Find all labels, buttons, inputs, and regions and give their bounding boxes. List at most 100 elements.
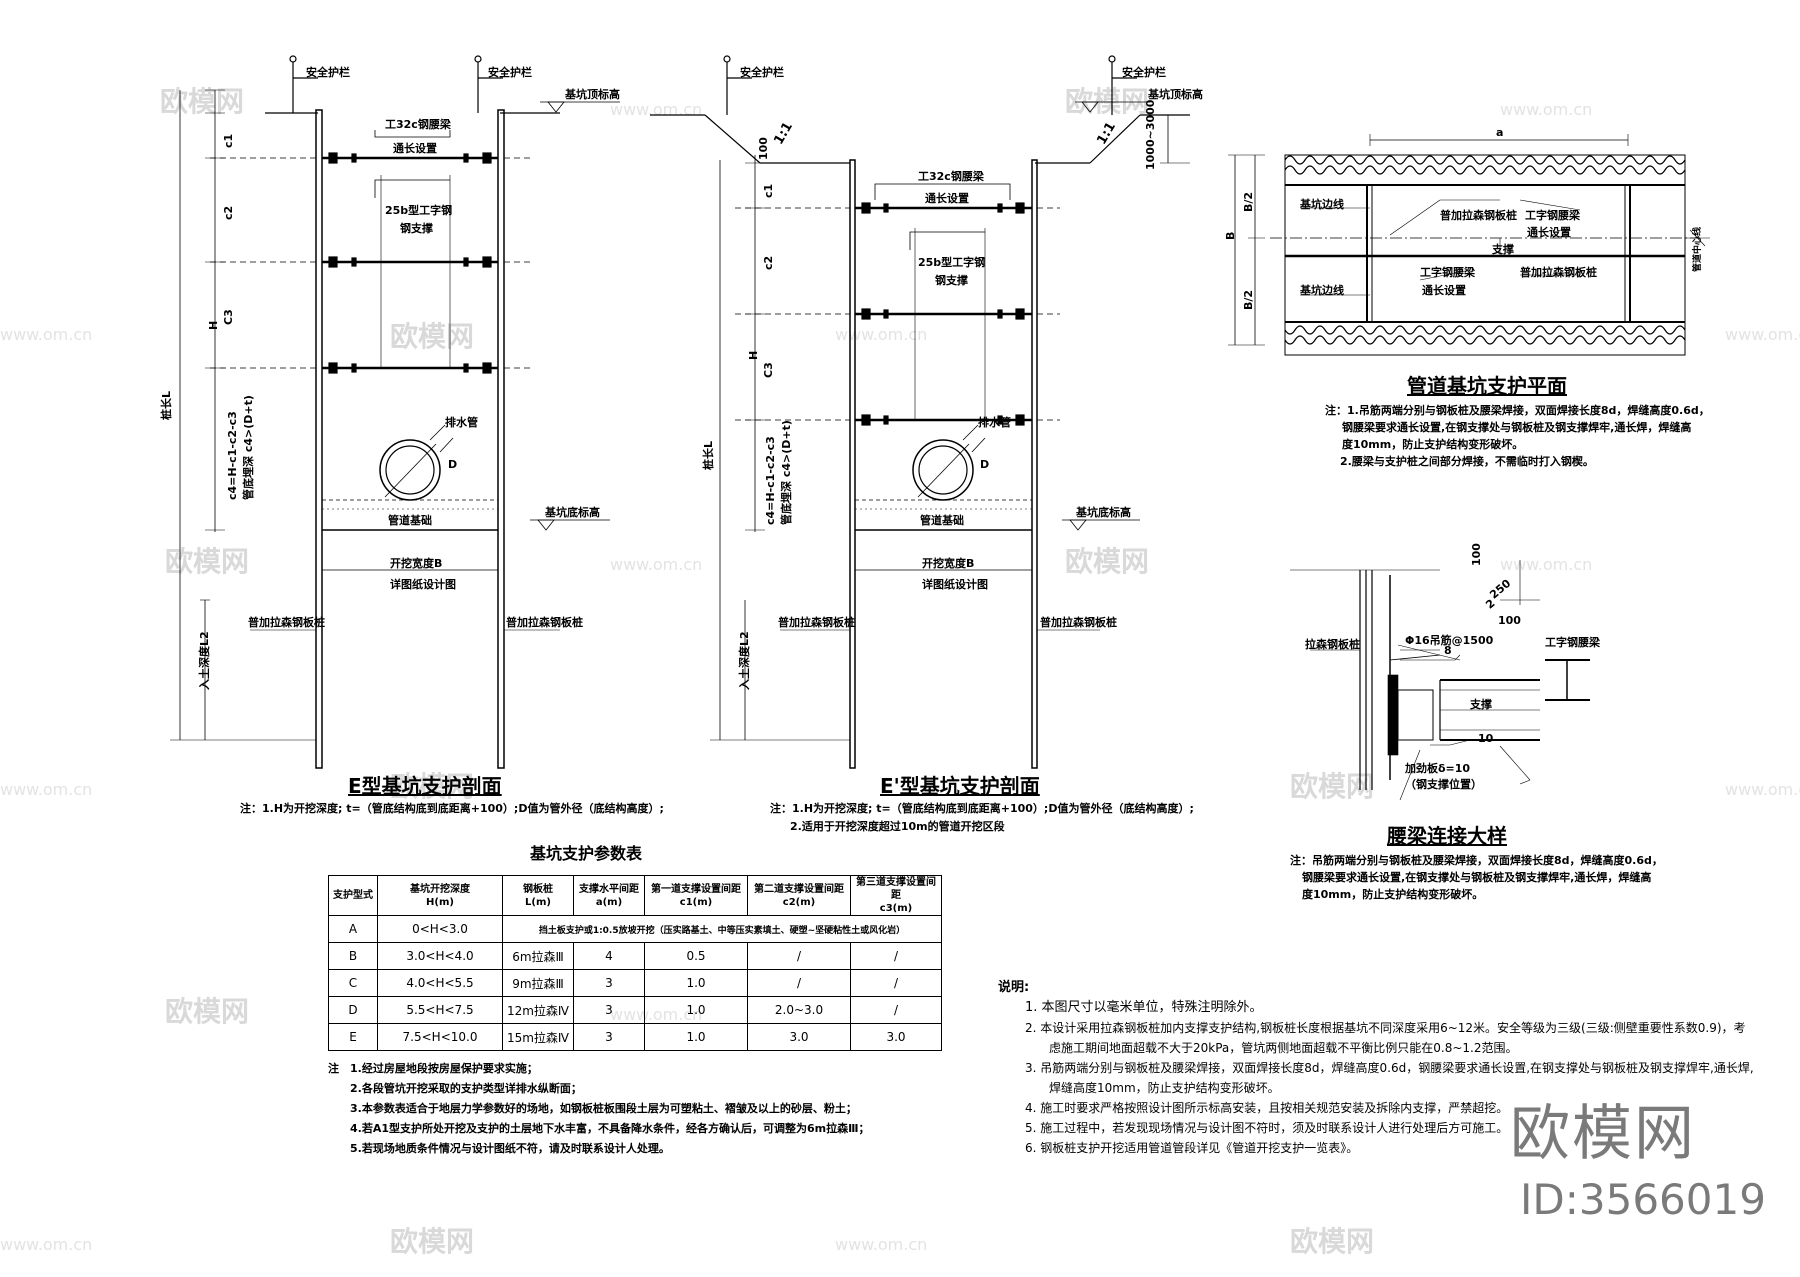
- detail-support-label: 支撑: [1470, 698, 1492, 711]
- table-header: 第一道支撑设置间距 c1(m): [644, 875, 748, 916]
- table-cell: 15m拉森Ⅳ: [502, 1023, 574, 1051]
- d-label: D: [980, 458, 990, 471]
- table-row: C 4.0<H<5.5 9m拉森Ⅲ 3 1.0 / /: [328, 969, 942, 997]
- pile-length-label: 桩长L: [702, 440, 715, 470]
- table-cell: 7.5<H<10.0: [377, 1023, 503, 1051]
- plan-axis-label: 管道中心线: [1693, 226, 1703, 272]
- dim-100-label: 100: [757, 137, 770, 160]
- table-cell: 4.0<H<5.5: [377, 969, 503, 997]
- table-cell: B: [328, 942, 378, 970]
- guardrail-label: 安全护栏: [740, 66, 784, 79]
- general-note-2: 2. 本设计采用拉森钢板桩加内支撑支护结构,钢板桩长度根据基坑不同深度采用6~1…: [1025, 1021, 1746, 1035]
- h-label: H: [207, 320, 220, 330]
- table-header: 基坑开挖深度 H(m): [377, 875, 503, 916]
- slope-height-label: 1000~3000: [1144, 99, 1157, 170]
- h-label: H: [747, 350, 760, 360]
- table-header: 支护型式: [328, 875, 378, 916]
- full-length-label: 通长设置: [925, 192, 969, 205]
- table-cell: A: [328, 915, 378, 943]
- general-note-2b: 虑施工期间地面超载不大于20kPa，管坑两侧地面超载不平衡比例只能在0.8~1.…: [1025, 1041, 1518, 1055]
- e-prime-note-2: 2.适用于开挖深度超过10m的管道开挖区段: [790, 820, 1005, 833]
- detail-dim-8: 8: [1444, 644, 1452, 657]
- table-header: 第三道支撑设置间距 c3(m): [850, 875, 942, 916]
- brand-id: ID:3566019: [1520, 1175, 1766, 1224]
- table-cell: /: [747, 969, 851, 997]
- pit-bottom-label: 基坑底标高: [545, 506, 600, 519]
- table-cell: /: [850, 969, 942, 997]
- table-cell: D: [328, 996, 378, 1024]
- plan-a-label: a: [1496, 126, 1504, 139]
- table-cell: 1.0: [644, 996, 748, 1024]
- see-plan-label: 详图纸设计图: [390, 578, 456, 591]
- table-row: D 5.5<H<7.5 12m拉森Ⅳ 3 1.0 2.0~3.0 /: [328, 996, 942, 1024]
- e-section: [170, 55, 620, 769]
- c2-label: c2: [762, 255, 775, 270]
- table-cell: /: [747, 942, 851, 970]
- width-label: 开挖宽度B: [922, 557, 975, 570]
- table-cell: 3.0<H<4.0: [377, 942, 503, 970]
- watermark-url: www.om.cn: [835, 325, 928, 344]
- table-cell: /: [850, 996, 942, 1024]
- table-title: 基坑支护参数表: [530, 844, 643, 863]
- detail-dim-10: 10: [1478, 732, 1494, 745]
- table-cell: 12m拉森Ⅳ: [502, 996, 574, 1024]
- table-header-row: 支护型式 基坑开挖深度 H(m) 钢板桩 L(m) 支撑水平间距 a(m) 第一…: [328, 875, 942, 916]
- watermark-url: www.om.cn: [835, 1235, 928, 1254]
- drain-pipe-label: 排水管: [978, 416, 1011, 429]
- plan-i-waler-label: 工字钢腰梁: [1420, 266, 1475, 279]
- embed-label: 入土深度L2: [198, 631, 211, 690]
- table-note-2: 2.各段管坑开挖采取的支护类型详排水纵断面；: [350, 1082, 582, 1095]
- plan-view: [1228, 134, 1710, 356]
- watermark-url: www.om.cn: [610, 555, 703, 574]
- sheet-pile-label: 普加拉森钢板桩: [778, 616, 855, 629]
- table-cell: 9m拉森Ⅲ: [502, 969, 574, 997]
- pipe-base-label: 管道基础: [388, 514, 432, 527]
- c3-label: C3: [222, 309, 235, 325]
- watermark: 欧模网: [390, 770, 475, 803]
- waler-label: 工32c钢腰梁: [385, 118, 451, 131]
- pile-line-label: 基坑边线: [1300, 198, 1344, 211]
- general-note-1: 1. 本图尺寸以毫米单位，特殊注明除外。: [1025, 1000, 1263, 1015]
- table-cell: C: [328, 969, 378, 997]
- watermark: 欧模网: [390, 1225, 475, 1258]
- c4-label: c4=H-c1-c2-c3: [764, 436, 777, 525]
- plan-note-3: 度10mm，防止支护结构变形破坏。: [1342, 438, 1524, 451]
- table-cell: 0<H<3.0: [377, 915, 503, 943]
- detail-bolt-label: Φ16吊筋@1500: [1405, 634, 1494, 647]
- plan-support-label: 支撑: [1492, 243, 1514, 256]
- pile-length-label: 桩长L: [160, 390, 173, 420]
- detail-plate-label: 加劲板δ=10: [1405, 762, 1471, 775]
- table-cell: E: [328, 1023, 378, 1051]
- table-cell: /: [850, 942, 942, 970]
- plan-i-waler-label: 工字钢腰梁: [1525, 209, 1580, 222]
- brand-logo: 欧模网: [1510, 1099, 1696, 1169]
- full-length-label: 通长设置: [393, 142, 437, 155]
- sheet-pile-label: 普加拉森钢板桩: [1040, 616, 1117, 629]
- plan-pile-label: 普加拉森钢板桩: [1440, 209, 1517, 222]
- d-label: D: [448, 458, 458, 471]
- c4-depth-label: 管底埋深 c4>(D+t): [242, 395, 255, 500]
- table-cell: 3: [573, 996, 645, 1024]
- table-cell: 4: [573, 942, 645, 970]
- general-note-6: 6. 钢板桩支护开挖适用管道管段详见《管道开挖支护一览表》。: [1025, 1141, 1359, 1155]
- drain-pipe-label: 排水管: [445, 416, 478, 429]
- table-note-1: 注 1.经过房屋地段按房屋保护要求实施；: [328, 1062, 538, 1075]
- watermark-url: www.om.cn: [1500, 555, 1593, 574]
- table-cell: 挡土板支护或1:0.5放坡开挖（压实路基土、中等压实素填土、硬塑~坚硬粘性土或风…: [502, 915, 942, 943]
- c2-label: c2: [222, 205, 235, 220]
- see-plan-label: 详图纸设计图: [922, 578, 988, 591]
- sheet-pile-label: 普加拉森钢板桩: [506, 616, 583, 629]
- table-cell: 6m拉森Ⅲ: [502, 942, 574, 970]
- e-section-title: E型基坑支护剖面: [348, 774, 502, 798]
- detail-note-2: 钢腰梁要求通长设置,在钢支撑处与钢板桩及钢支撑焊牢,通长焊，焊缝高: [1302, 871, 1652, 884]
- plan-b2-label: B/2: [1242, 191, 1255, 212]
- pit-bottom-label: 基坑底标高: [1076, 506, 1131, 519]
- table-cell: 3.0: [850, 1023, 942, 1051]
- watermark-url: www.om.cn: [0, 780, 93, 799]
- watermark: 欧模网: [390, 320, 475, 353]
- c4-label: c4=H-c1-c2-c3: [226, 411, 239, 500]
- watermark: 欧模网: [1065, 85, 1150, 118]
- detail-note-3: 度10mm，防止支护结构变形破坏。: [1302, 888, 1484, 901]
- table-cell: 1.0: [644, 1023, 748, 1051]
- general-notes-title: 说明:: [998, 980, 1030, 995]
